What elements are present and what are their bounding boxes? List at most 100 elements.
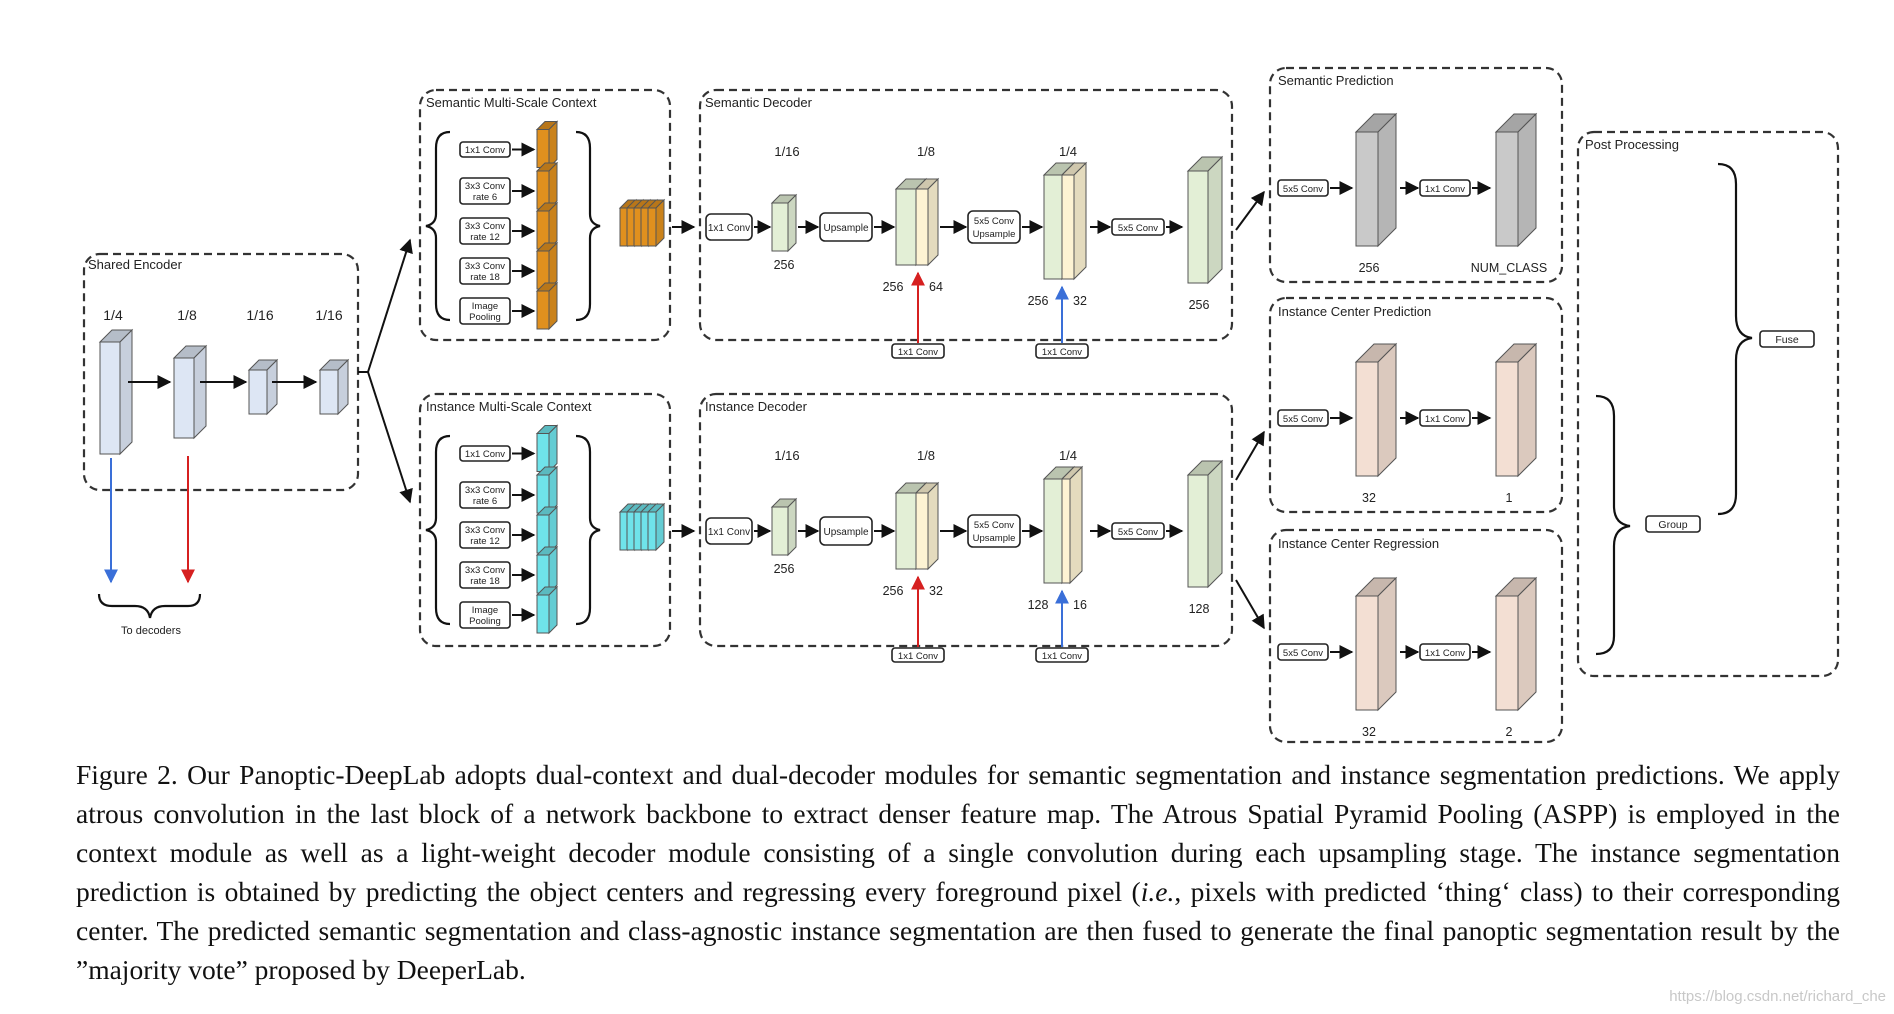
instance-context-box xyxy=(418,392,672,648)
semantic-context-feature-4 xyxy=(535,241,559,291)
watermark: https://blog.csdn.net/richard_che xyxy=(1669,988,1886,1005)
instance-context-op-4-label-1: 3x3 Conv xyxy=(465,565,505,576)
instance-context-op-3-label-2: rate 12 xyxy=(470,536,500,547)
instance-context-op-3-box xyxy=(459,521,511,549)
semantic-prediction-title: Semantic Prediction xyxy=(1278,73,1394,88)
instance-decoder-channel-2: 256 xyxy=(883,584,904,598)
semantic-decoder-channel-2: 256 xyxy=(883,280,904,294)
instance-decoder-channel-5: 16 xyxy=(1073,598,1087,612)
instance-decoder-box xyxy=(698,392,1234,648)
semantic-decoder-scale-1: 1/16 xyxy=(774,144,799,159)
semantic-decoder-channel-6: 256 xyxy=(1189,298,1210,312)
semantic-context-op-5-box xyxy=(459,297,511,325)
semantic-decoder-op-2-box xyxy=(819,212,873,242)
semantic-context-title: Semantic Multi-Scale Context xyxy=(426,95,597,110)
instance-context-op-5-box xyxy=(459,601,511,629)
semantic-decoder-skip-op-2-box xyxy=(1035,343,1089,359)
semantic-prediction-channel-1: 256 xyxy=(1359,261,1380,275)
instance-decoder-channel-4: 128 xyxy=(1028,598,1049,612)
center-regression-feature-1 xyxy=(1354,576,1398,712)
arrow-to-semantic-prediction xyxy=(1235,190,1265,231)
semantic-decoder-box xyxy=(698,88,1234,342)
center-prediction-feature-2 xyxy=(1494,342,1538,478)
instance-context-op-3-label-1: 3x3 Conv xyxy=(465,525,505,536)
instance-decoder-feature-1 xyxy=(770,497,798,557)
center-prediction-feature-1 xyxy=(1354,342,1398,478)
semantic-context-feature-2 xyxy=(535,161,559,211)
semantic-context-op-4-label-2: rate 18 xyxy=(470,272,500,283)
semantic-context-feature-1 xyxy=(535,120,559,169)
instance-decoder-skip-op-1-box xyxy=(891,647,945,663)
encoder-scale-3: 1/16 xyxy=(246,307,273,323)
semantic-decoder-scale-2: 1/8 xyxy=(917,144,935,159)
semantic-decoder-title: Semantic Decoder xyxy=(705,95,813,110)
semantic-context-left-brace xyxy=(425,130,451,322)
semantic-prediction-op-2-label: 1x1 Conv xyxy=(1425,184,1465,195)
semantic-decoder-output-feature xyxy=(1186,155,1224,285)
instance-decoder-scale-3: 1/4 xyxy=(1059,448,1077,463)
instance-context-feature-1 xyxy=(535,424,559,473)
center-regression-feature-2 xyxy=(1494,576,1538,712)
post-processing-box xyxy=(1576,130,1840,678)
semantic-decoder-op-3-label-1: 5x5 Conv xyxy=(974,216,1014,227)
instance-context-right-brace xyxy=(575,434,601,626)
semantic-context-op-2-label-2: rate 6 xyxy=(473,192,497,203)
semantic-prediction-op-1-label: 5x5 Conv xyxy=(1283,184,1323,195)
semantic-prediction-feature-2 xyxy=(1494,112,1538,248)
center-prediction-channel-2: 1 xyxy=(1506,491,1513,505)
semantic-decoder-channel-4: 256 xyxy=(1028,294,1049,308)
figure-caption: Figure 2. Our Panoptic-DeepLab adopts du… xyxy=(76,755,1840,989)
instance-context-feature-2 xyxy=(535,465,559,515)
semantic-context-op-3-label-2: rate 12 xyxy=(470,232,500,243)
arrow-to-semantic-context xyxy=(367,238,413,373)
instance-decoder-op-4-box xyxy=(1111,522,1165,540)
instance-context-op-4-label-2: rate 18 xyxy=(470,576,500,587)
encoder-feature-map-3 xyxy=(247,358,279,416)
instance-decoder-op-1-box xyxy=(705,517,753,545)
semantic-context-feature-3 xyxy=(535,201,559,251)
instance-decoder-op-2-label: Upsample xyxy=(823,527,868,538)
instance-center-prediction-title: Instance Center Prediction xyxy=(1278,304,1431,319)
semantic-context-op-5-label-1: Image xyxy=(472,301,498,312)
semantic-context-op-4-box xyxy=(459,257,511,285)
encoder-scale-2: 1/8 xyxy=(177,307,197,323)
semantic-context-op-3-box xyxy=(459,217,511,245)
semantic-decoder-skip-op-1-label: 1x1 Conv xyxy=(898,347,938,358)
instance-decoder-skip-op-2-box xyxy=(1035,647,1089,663)
instance-context-op-1-box xyxy=(459,445,511,462)
arrow-to-center-prediction xyxy=(1235,430,1265,481)
center-prediction-op-1-box xyxy=(1277,409,1329,427)
post-processing-title: Post Processing xyxy=(1585,137,1679,152)
semantic-context-op-3-label-1: 3x3 Conv xyxy=(465,221,505,232)
to-decoders-label: To decoders xyxy=(121,625,181,637)
encoder-scale-4: 1/16 xyxy=(315,307,342,323)
instance-decoder-title: Instance Decoder xyxy=(705,399,808,414)
semantic-decoder-feature-3b xyxy=(1060,161,1088,281)
instance-decoder-skip-op-1-label: 1x1 Conv xyxy=(898,651,938,662)
semantic-context-concat-slice-5 xyxy=(646,198,666,248)
semantic-decoder-channel-3: 64 xyxy=(929,280,943,294)
instance-context-feature-3 xyxy=(535,505,559,555)
center-regression-op-1-box xyxy=(1277,643,1329,661)
semantic-decoder-skip-op-1-box xyxy=(891,343,945,359)
center-regression-op-2-label: 1x1 Conv xyxy=(1425,648,1465,659)
instance-context-op-5-label-2: Pooling xyxy=(469,616,501,627)
instance-decoder-op-3-box xyxy=(967,514,1021,548)
arrow-to-instance-context xyxy=(367,371,413,504)
instance-context-op-2-label-1: 3x3 Conv xyxy=(465,485,505,496)
instance-decoder-output-feature xyxy=(1186,459,1224,589)
instance-context-feature-4 xyxy=(535,545,559,595)
encoder-feature-map-4 xyxy=(318,358,350,416)
encoder-scale-1: 1/4 xyxy=(103,307,123,323)
arrow-to-center-regression xyxy=(1235,579,1265,630)
semantic-decoder-feature-2b xyxy=(914,177,940,267)
group-label: Group xyxy=(1658,519,1687,531)
instance-decoder-channel-6: 128 xyxy=(1189,602,1210,616)
instance-decoder-op-1-label: 1x1 Conv xyxy=(708,527,750,538)
semantic-decoder-op-3-box xyxy=(967,210,1021,244)
